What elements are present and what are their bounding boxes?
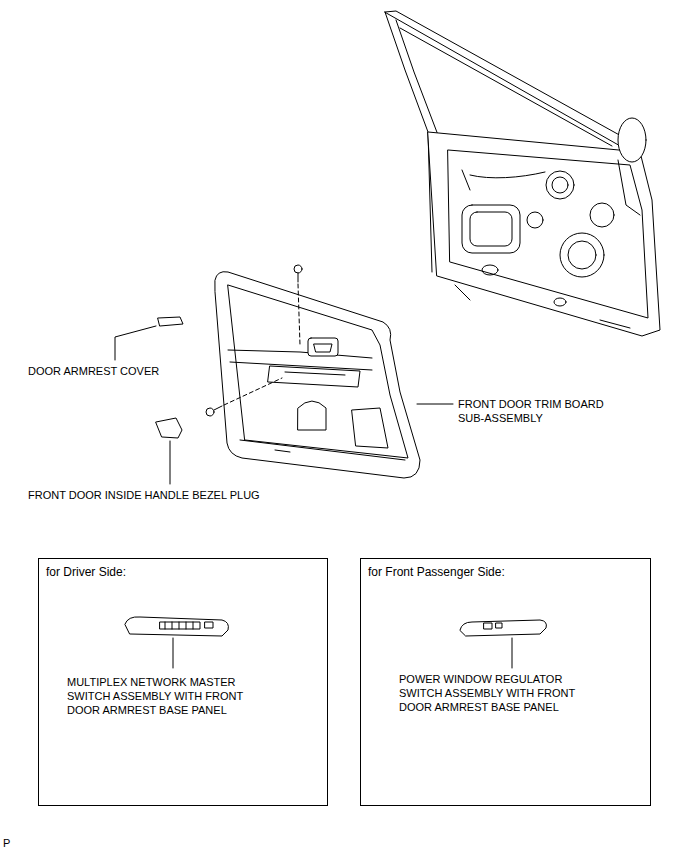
leader-line	[417, 404, 453, 405]
door-frame	[385, 11, 660, 336]
screw-set	[206, 265, 302, 416]
box-heading: for Driver Side:	[46, 565, 126, 579]
part-name: FRONT DOOR INSIDE HANDLE BEZEL PLUG	[28, 488, 260, 502]
box-heading: for Front Passenger Side:	[368, 565, 505, 579]
page-mark: P	[3, 836, 10, 850]
leader-line	[170, 441, 171, 484]
side-variant-box: for Driver Side: MULTIPLEX NETWORK MASTER…	[38, 558, 328, 806]
leader-line	[115, 326, 156, 360]
master-switch	[125, 617, 228, 668]
armrest-cover	[158, 317, 183, 326]
part-name: FRONT DOOR TRIM BOARD SUB-ASSEMBLY	[458, 397, 628, 425]
bezel-plug	[156, 418, 182, 438]
door-trim-board	[215, 272, 420, 478]
part-name: DOOR ARMREST COVER	[28, 364, 159, 378]
window-switch	[460, 620, 546, 668]
side-variant-box: for Front Passenger Side: POWER WINDOW RE…	[360, 558, 651, 806]
part-name: MULTIPLEX NETWORK MASTER SWITCH ASSEMBLY…	[67, 675, 272, 717]
part-name: POWER WINDOW REGULATOR SWITCH ASSEMBLY W…	[399, 672, 604, 714]
